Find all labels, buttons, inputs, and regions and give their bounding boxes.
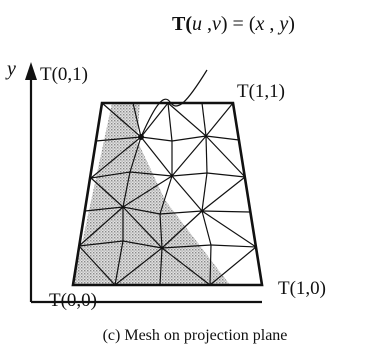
mesh-edge bbox=[122, 206, 163, 249]
shaded-region bbox=[73, 103, 230, 285]
mesh-edge bbox=[205, 135, 240, 141]
mesh-boundary bbox=[71, 101, 264, 287]
mesh-edge bbox=[90, 171, 131, 179]
mapping-label-part: , bbox=[264, 13, 279, 35]
mesh-edge bbox=[159, 247, 163, 286]
mapping-label: T(u ,v) = (x , y) bbox=[172, 13, 295, 35]
mapping-label-part: ) bbox=[288, 13, 295, 35]
mapping-label-part: v bbox=[212, 13, 221, 35]
mapping-label-part: y bbox=[277, 13, 288, 35]
coordinate-axes bbox=[29, 74, 262, 304]
mesh-edge bbox=[205, 135, 246, 178]
mapping-label-part: x bbox=[255, 13, 265, 35]
mesh-edge bbox=[171, 135, 207, 177]
mesh-edge bbox=[140, 136, 173, 177]
mesh-edge bbox=[84, 206, 124, 212]
corner-label-bottom-left: T(0,0) bbox=[49, 290, 97, 311]
mesh-edge bbox=[122, 240, 163, 249]
mesh-edge bbox=[210, 244, 257, 248]
mesh-edge bbox=[122, 206, 161, 215]
y-axis-label: y bbox=[5, 58, 16, 80]
mesh-edge bbox=[206, 172, 246, 178]
mesh-edge bbox=[161, 247, 211, 286]
pointer-curve bbox=[140, 69, 208, 138]
mesh-edge bbox=[161, 244, 212, 249]
mesh-edge bbox=[159, 175, 173, 215]
figure-caption: (c) Mesh on projection plane bbox=[103, 327, 288, 344]
mesh-edge bbox=[114, 240, 124, 286]
mesh-edge bbox=[167, 102, 173, 142]
mesh-edge bbox=[90, 136, 142, 179]
mesh-edge bbox=[122, 171, 131, 208]
mesh-edge bbox=[205, 135, 208, 174]
mesh-edge bbox=[205, 102, 234, 137]
corner-label-bottom-right: T(1,0) bbox=[278, 278, 326, 299]
mesh-edge bbox=[201, 210, 257, 248]
mesh-edge bbox=[209, 246, 257, 286]
highlighted-node bbox=[138, 134, 144, 140]
mesh-edge bbox=[159, 213, 163, 249]
mapping-label-part: u bbox=[192, 13, 202, 35]
y-axis-arrowhead bbox=[25, 62, 37, 80]
mesh-edge bbox=[201, 102, 207, 137]
mesh-edge bbox=[132, 102, 142, 138]
mesh-edge bbox=[140, 102, 169, 138]
mesh-edge bbox=[167, 102, 207, 137]
mesh-edge bbox=[201, 172, 208, 212]
mesh-edge bbox=[129, 171, 173, 177]
corner-label-top-right: T(1,1) bbox=[237, 81, 285, 102]
mesh-edge bbox=[78, 240, 124, 247]
mesh-edge bbox=[114, 247, 163, 286]
mesh-edge bbox=[201, 210, 251, 213]
mesh-edge bbox=[201, 210, 212, 246]
mesh-edge bbox=[201, 176, 246, 212]
mapping-label-part: , bbox=[202, 13, 212, 35]
mesh-edge bbox=[209, 244, 212, 286]
mapping-label-part: ) = ( bbox=[221, 13, 256, 35]
mesh-edge bbox=[78, 206, 124, 247]
mesh-edge bbox=[161, 210, 203, 249]
mesh-edge bbox=[171, 175, 203, 212]
corner-label-top-left: T(0,1) bbox=[40, 64, 88, 85]
mesh-edge bbox=[171, 135, 207, 142]
mesh-edge bbox=[101, 102, 142, 138]
mesh-edge bbox=[140, 136, 173, 142]
mesh-edge bbox=[78, 245, 116, 286]
mapping-label-part: T( bbox=[172, 13, 192, 35]
mesh-edge bbox=[159, 210, 203, 215]
mesh-edge bbox=[90, 177, 124, 208]
mesh-edge bbox=[122, 175, 173, 208]
mesh-edge bbox=[95, 136, 142, 142]
mesh-edge bbox=[129, 136, 142, 173]
triangular-mesh bbox=[78, 102, 257, 286]
mesh-edge bbox=[171, 172, 208, 177]
